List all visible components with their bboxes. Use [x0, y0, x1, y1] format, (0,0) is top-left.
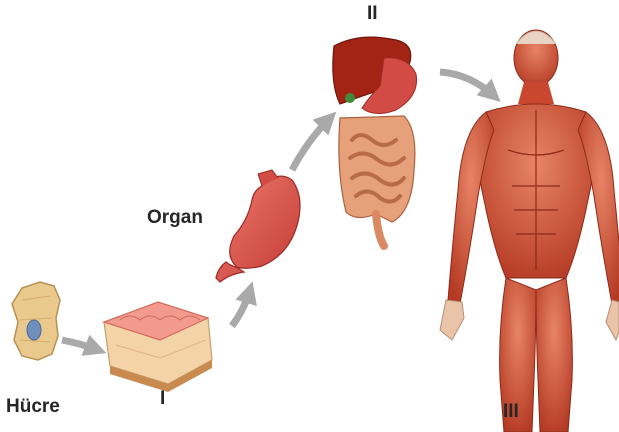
arrow-tissue-to-organ — [232, 290, 250, 326]
right-hand — [606, 300, 619, 340]
label-organism-III: III — [503, 402, 519, 421]
right-leg — [536, 278, 572, 432]
tissue-illustration — [104, 302, 212, 392]
arrow-system-to-organism — [440, 72, 494, 96]
arrow-organ-to-system — [292, 118, 330, 170]
label-cell: Hücre — [6, 397, 60, 416]
cell-nucleus — [27, 320, 41, 340]
human-body-illustration — [440, 30, 619, 432]
digestive-system-illustration — [333, 37, 417, 246]
large-intestine — [339, 116, 415, 222]
cell-illustration — [12, 282, 60, 360]
left-hand — [440, 300, 464, 340]
label-system-II: II — [367, 4, 378, 23]
arrow-cell-to-tissue — [62, 340, 98, 350]
stomach-illustration — [216, 170, 300, 282]
label-organ: Organ — [147, 208, 203, 227]
label-tissue-I: I — [160, 389, 165, 408]
